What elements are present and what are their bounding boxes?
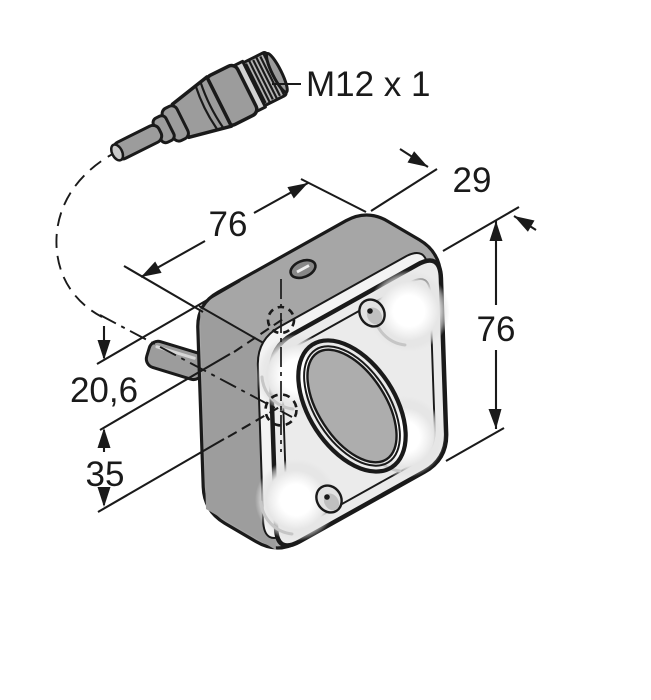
width-top-label: 76 — [209, 205, 248, 244]
screw-pin — [324, 494, 330, 500]
screw-front-top — [358, 298, 386, 328]
dimension-hole-spacing — [97, 318, 284, 513]
extension-line — [97, 438, 225, 513]
dimension-height — [445, 221, 505, 462]
extension-line-dashed — [233, 318, 284, 353]
connector-cable-cap — [109, 143, 125, 162]
connector-taper — [170, 75, 234, 140]
extension-line — [123, 265, 204, 313]
extension-line — [445, 427, 505, 462]
extension-line — [370, 168, 438, 212]
connector-tip-cap — [264, 51, 289, 94]
arrowhead — [97, 487, 111, 507]
lens-opening — [296, 338, 408, 474]
led-shadow-arc — [260, 375, 295, 411]
depth-label: 29 — [453, 161, 492, 200]
connector-threads — [241, 51, 289, 107]
arrowhead — [97, 428, 111, 448]
hole-offset-label: 20,6 — [70, 371, 138, 410]
m12-connector — [109, 51, 289, 162]
cable-axis-line — [99, 314, 293, 418]
connector-groove — [199, 81, 225, 129]
screw-top-face — [289, 258, 317, 280]
led-spot-bottom-left — [255, 459, 337, 541]
device-body — [196, 213, 450, 550]
extension-line — [99, 353, 231, 431]
cable-dashed-curve — [55, 149, 121, 318]
lens-mid-ring — [303, 345, 401, 467]
dimension-width-top — [123, 178, 367, 313]
dimension-depth — [370, 148, 537, 252]
led-spot-top-right — [368, 270, 450, 352]
led-shadow-arc — [259, 500, 294, 536]
screw-slot — [296, 264, 310, 274]
extension-line — [300, 178, 367, 213]
arrowhead — [287, 183, 308, 199]
arrowhead — [141, 261, 162, 277]
arrowhead — [407, 151, 428, 167]
arrowhead — [514, 216, 535, 232]
extension-line — [96, 280, 241, 365]
dimension-hole-offset — [96, 280, 241, 365]
height-label: 76 — [477, 310, 516, 349]
lens-interior — [306, 348, 398, 464]
arrowhead — [488, 409, 502, 429]
extension-line — [442, 206, 520, 252]
m12-label: M12 x 1 — [306, 65, 431, 104]
extension-line-dashed — [227, 404, 284, 438]
connector-groove — [194, 85, 219, 131]
screw-front-bottom — [315, 484, 343, 514]
lens-outer-ring — [296, 338, 408, 474]
arrowhead — [489, 221, 503, 241]
arrowhead — [97, 340, 111, 360]
hidden-hole-front — [264, 393, 298, 427]
screw-pin — [367, 308, 373, 314]
hidden-hole-top — [266, 305, 296, 335]
hole-spacing-label: 35 — [86, 455, 125, 494]
